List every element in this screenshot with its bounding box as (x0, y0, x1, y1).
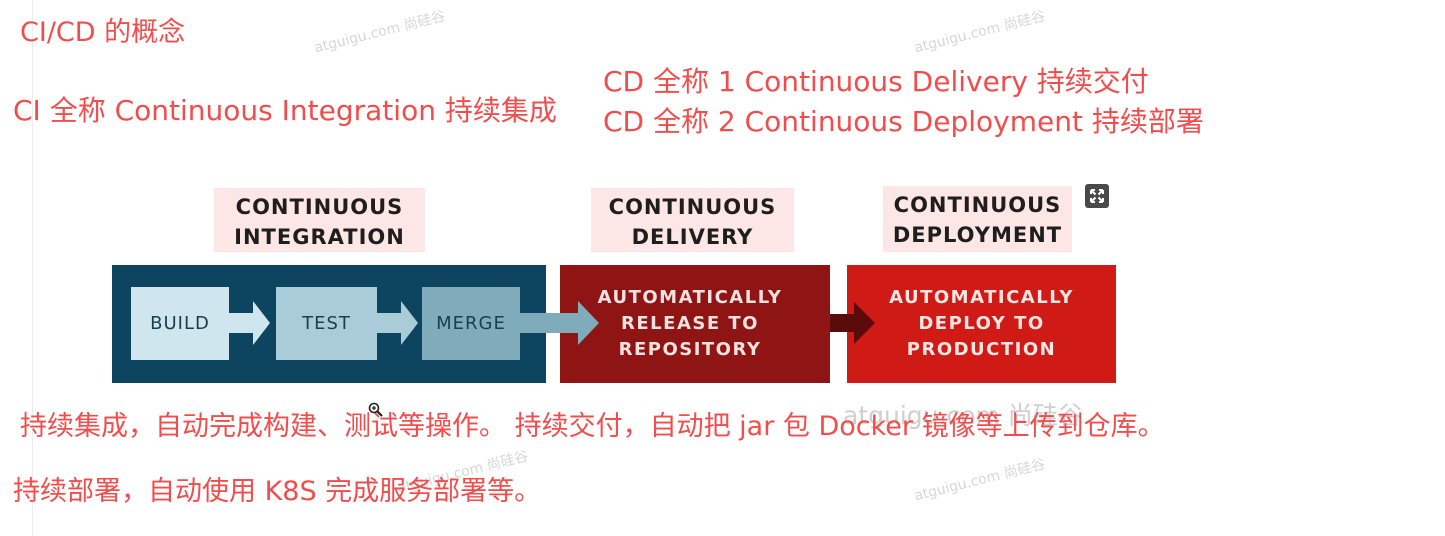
delivery-description: AUTOMATICALLY RELEASE TO REPOSITORY (560, 285, 820, 363)
ci-label-line-1: CONTINUOUS (235, 195, 404, 219)
summary-line-1: 持续集成，自动完成构建、测试等操作。 持续交付，自动把 jar 包 Docker… (20, 411, 1165, 442)
deploy-stage-label: CONTINUOUS DEPLOYMENT (883, 186, 1072, 252)
cd-definition-2: CD 全称 2 Continuous Deployment 持续部署 (603, 105, 1204, 138)
watermark: atguigu.com 尚硅谷 (912, 8, 1047, 57)
ci-definition: CI 全称 Continuous Integration 持续集成 (13, 94, 557, 127)
arrow-right-icon (520, 301, 599, 345)
ci-stage-label: CONTINUOUS INTEGRATION (214, 188, 425, 252)
expand-icon[interactable] (1085, 184, 1109, 208)
cd-label-line-1: CONTINUOUS (608, 195, 777, 219)
cd-definition-1: CD 全称 1 Continuous Delivery 持续交付 (603, 65, 1149, 98)
deploy-line-2: DEPLOY TO (918, 313, 1045, 334)
test-step: TEST (276, 287, 377, 360)
watermark: atguigu.com 尚硅谷 (912, 456, 1047, 505)
delivery-band (560, 265, 830, 383)
deploy-line-3: PRODUCTION (906, 339, 1057, 360)
delivery-line-3: REPOSITORY (618, 339, 762, 360)
watermark: atguigu.com 尚硅谷 (312, 8, 447, 57)
arrow-right-icon (229, 301, 270, 345)
arrow-right-icon (830, 302, 875, 344)
build-step: BUILD (131, 287, 229, 360)
margin-rule (32, 0, 33, 536)
arrow-right-icon (377, 301, 418, 345)
watermark-large: atguigu.com 尚硅谷 (843, 401, 1083, 430)
deploy-line-1: AUTOMATICALLY (889, 287, 1074, 308)
cd-stage-label: CONTINUOUS DELIVERY (591, 188, 794, 252)
zoom-in-icon[interactable] (368, 402, 384, 420)
page-title: CI/CD 的概念 (20, 17, 186, 48)
deploy-label-line-2: DEPLOYMENT (892, 223, 1063, 247)
delivery-line-2: RELEASE TO (621, 313, 759, 334)
delivery-line-1: AUTOMATICALLY (597, 287, 783, 308)
cd-label-line-2: DELIVERY (631, 225, 754, 249)
deploy-band (847, 265, 1116, 383)
ci-label-line-2: INTEGRATION (234, 225, 405, 249)
deploy-description: AUTOMATICALLY DEPLOY TO PRODUCTION (847, 285, 1116, 363)
summary-line-2: 持续部署，自动使用 K8S 完成服务部署等。 (13, 476, 542, 507)
deploy-label-line-1: CONTINUOUS (893, 193, 1062, 217)
merge-step: MERGE (422, 287, 520, 360)
